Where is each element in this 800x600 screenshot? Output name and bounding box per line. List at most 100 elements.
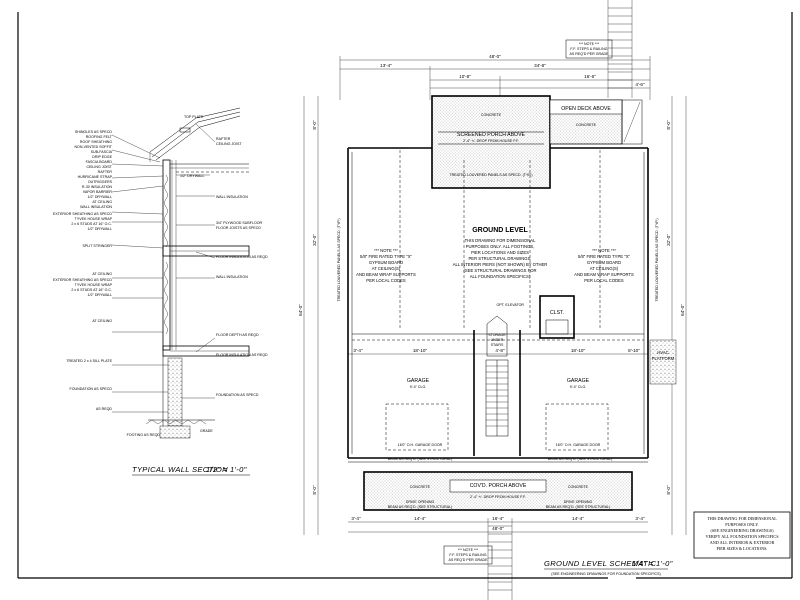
roof-note: HURRICANE STRAP (78, 175, 113, 179)
svg-text:5/8" FIRE RATED TYPE "X": 5/8" FIRE RATED TYPE "X" (360, 254, 413, 259)
garage-door-label: 16'0" O.H. GARAGE DOOR (398, 443, 443, 447)
svg-text:STAIRS: STAIRS (491, 343, 504, 347)
ground-level-notes: GROUND LEVEL THIS DRAWING FOR DIMENSIONA… (453, 227, 548, 279)
svg-text:GARAGE: GARAGE (567, 378, 590, 384)
svg-text:4'-8": 4'-8" (495, 348, 505, 353)
svg-text:13'-4": 13'-4" (380, 63, 392, 68)
screened-porch: SCREENED PORCH ABOVE 2'-4" +/- DROP FROM… (431, 95, 551, 189)
top-dimensions: 48'-0" 13'-4" 34'-8" 10'-8" 16'-6" 4'-6" (339, 54, 651, 100)
svg-text:9'-4" CLG.: 9'-4" CLG. (570, 385, 587, 389)
svg-text:34'-8": 34'-8" (534, 63, 546, 68)
svg-text:14'-4": 14'-4" (572, 516, 584, 521)
svg-text:UNDER: UNDER (491, 338, 504, 342)
wall-note: TYVEK HOUSE WRAP (75, 217, 113, 221)
svg-text:*** NOTE ***: *** NOTE *** (579, 42, 600, 46)
svg-text:(SEE STRUCTURAL DRAWINGS FOR: (SEE STRUCTURAL DRAWINGS FOR (464, 268, 537, 273)
svg-text:GYPSUM BOARD: GYPSUM BOARD (369, 260, 403, 265)
wall-note: 2 x 6 STUDS AT 16" O.C. (71, 288, 112, 292)
svg-text:3'-4": 3'-4" (353, 348, 363, 353)
svg-text:AT CEILING(S): AT CEILING(S) (590, 266, 619, 271)
plan-scale: 1/4" = 1'-0" (632, 559, 673, 568)
section-note: WALL INSULATION (216, 275, 248, 279)
section-notes-right: TOP PLATE RAFTER CEILING JOIST 1/2" DRYW… (127, 115, 268, 437)
svg-text:PURPOSES ONLY. ALL FOOTINGS,: PURPOSES ONLY. ALL FOOTINGS, (466, 244, 535, 249)
bottom-dimensions: 3'-4" 14'-4" 16'-4" 14'-4" 3'-4" 48'-0" (348, 516, 648, 533)
roof-note: CEILING JOIST (86, 165, 112, 169)
svg-text:8'-10": 8'-10" (628, 348, 640, 353)
bottom-note: *** NOTE *** F.F. STEPS & RAILING AS REQ… (443, 545, 493, 565)
svg-text:BEAM AS REQ'D. (SEE STRUCTURAL: BEAM AS REQ'D. (SEE STRUCTURAL) (546, 505, 611, 509)
roof-note: FASCIA BOARD (86, 160, 113, 164)
svg-text:ALL INTERIOR PIERS (NOT SHOWN): ALL INTERIOR PIERS (NOT SHOWN) BY OTHER (453, 262, 548, 267)
svg-text:DRIVE OPENING: DRIVE OPENING (564, 500, 593, 504)
roof-note: AT CEILING (92, 200, 112, 204)
svg-text:(SEE ENGINEERING DRAWINGS): (SEE ENGINEERING DRAWINGS) (711, 528, 775, 533)
panel-note-right: TREATED LOUVERED PANELS AS SPECD. (TYP.) (655, 218, 659, 301)
overall-depth-dim: 64'-0" (298, 304, 303, 316)
foundation-note: AS REQD (96, 407, 113, 411)
house-outline (347, 147, 649, 459)
svg-text:F.F. STEPS & RAILING: F.F. STEPS & RAILING (449, 553, 486, 557)
wall-note: 1/2" DRYWALL (88, 293, 112, 297)
grade-label: GRADE (200, 429, 213, 433)
svg-text:2'-4" +/- DROP FROM HOUSE F.F.: 2'-4" +/- DROP FROM HOUSE F.F. (463, 139, 519, 143)
covered-porch: COV'D. PORCH ABOVE 2'-4" +/- DROP FROM H… (363, 471, 633, 511)
open-deck-label: OPEN DECK ABOVE (561, 106, 611, 112)
disclaimer-box: THIS DRAWING FOR DIMENSIONAL PURPOSES ON… (693, 511, 791, 559)
svg-text:AND ALL INTERIOR & EXTERIOR: AND ALL INTERIOR & EXTERIOR (710, 540, 775, 545)
wall-section-title: TYPICAL WALL SECTION (132, 465, 228, 474)
svg-text:THIS DRAWING FOR DIMENSIONAL: THIS DRAWING FOR DIMENSIONAL (465, 238, 536, 243)
section-note: FOUNDATION AS SPECD (216, 393, 259, 397)
roof-note: RAFTER (98, 170, 113, 174)
wall-note: EXTERIOR SHEATHING AS SPECD (53, 278, 112, 282)
section-notes-left: SHINGLES AS SPECD ROOFING FELT ROOF SHEA… (53, 130, 113, 411)
svg-text:TREATED LOUVERED PANELS AS SPE: TREATED LOUVERED PANELS AS SPECD. (TYP.) (449, 173, 532, 177)
section-note: WALL INSULATION (216, 195, 248, 199)
side-note-left: *** NOTE *** 5/8" FIRE RATED TYPE "X" GY… (356, 248, 416, 283)
svg-text:8'-0": 8'-0" (666, 485, 671, 495)
wall-note: EXTERIOR SHEATHING AS SPECD (53, 212, 112, 216)
wall-section-scale: 1/2" = 1'-0" (206, 465, 247, 474)
wall-note: AT CEILING (92, 319, 112, 323)
roof-note: SHINGLES AS SPECD (75, 130, 113, 134)
svg-text:14'-4": 14'-4" (414, 516, 426, 521)
covered-porch-label: COV'D. PORCH ABOVE (470, 483, 527, 489)
svg-text:32'-0": 32'-0" (312, 234, 317, 246)
footing-label: FOOTING AS REQD (127, 433, 161, 437)
wall-note: SPLIT STRINGER (83, 244, 113, 248)
closet: CLST. OPT. ELEVATOR (496, 295, 575, 339)
panel-note-left: TREATED LOUVERED PANELS AS SPECD. (TYP.) (337, 218, 341, 301)
svg-text:8'-0": 8'-0" (312, 485, 317, 495)
svg-text:4'-6": 4'-6" (635, 82, 645, 87)
svg-text:ALL FOUNDATION SPECIFICS): ALL FOUNDATION SPECIFICS) (470, 274, 531, 279)
ground-level-label: GROUND LEVEL (472, 227, 528, 234)
section-note: FLOOR JOISTS AS SPECD (216, 226, 261, 230)
svg-text:CONCRETE: CONCRETE (410, 485, 431, 489)
wall-note: AT CEILING (92, 272, 112, 276)
svg-text:2'-4" +/- DROP FROM HOUSE F.F.: 2'-4" +/- DROP FROM HOUSE F.F. (470, 495, 526, 499)
svg-text:10'-8": 10'-8" (459, 74, 471, 79)
svg-text:48'-0": 48'-0" (492, 526, 504, 531)
svg-text:5/8" FIRE RATED TYPE "X": 5/8" FIRE RATED TYPE "X" (578, 254, 631, 259)
roof-note: NON-VENTED SOFFIT (74, 145, 112, 149)
svg-text:PER STRUCTURAL DRAWINGS.: PER STRUCTURAL DRAWINGS. (469, 256, 532, 261)
dimension-row: 3'-4" 18'-10" 4'-8" 18'-10" 8'-10" (348, 348, 648, 355)
svg-text:HVAC: HVAC (657, 350, 668, 355)
side-dimensions: 64'-0" 8'-0" 32'-0" 8'-0" 64'-0" 8'-0" 3… (298, 96, 687, 535)
svg-text:CONCRETE: CONCRETE (576, 123, 597, 127)
roof-note: WALL INSULATION (80, 205, 112, 209)
svg-text:VERIFY ALL FOUNDATION SPECIFIC: VERIFY ALL FOUNDATION SPECIFICS (705, 534, 779, 539)
svg-text:THIS DRAWING FOR DIMENSIONAL: THIS DRAWING FOR DIMENSIONAL (707, 516, 777, 521)
side-note-right: *** NOTE *** 5/8" FIRE RATED TYPE "X" GY… (574, 248, 634, 283)
svg-text:AND BEAM WRAP SUPPORTS: AND BEAM WRAP SUPPORTS (574, 272, 634, 277)
roof-note: VAPOR BARRIER (83, 190, 113, 194)
svg-text:PURPOSES ONLY.: PURPOSES ONLY. (725, 522, 758, 527)
svg-text:GYPSUM BOARD: GYPSUM BOARD (587, 260, 621, 265)
svg-text:PIER SIZES & LOCATIONS.: PIER SIZES & LOCATIONS. (717, 546, 768, 551)
svg-text:CONCRETE: CONCRETE (568, 485, 589, 489)
svg-text:GARAGE: GARAGE (407, 378, 430, 384)
svg-text:PLATFORM: PLATFORM (652, 356, 675, 361)
wall-section: SHINGLES AS SPECD ROOFING FELT ROOF SHEA… (53, 107, 268, 476)
svg-text:18'-10": 18'-10" (413, 348, 428, 353)
